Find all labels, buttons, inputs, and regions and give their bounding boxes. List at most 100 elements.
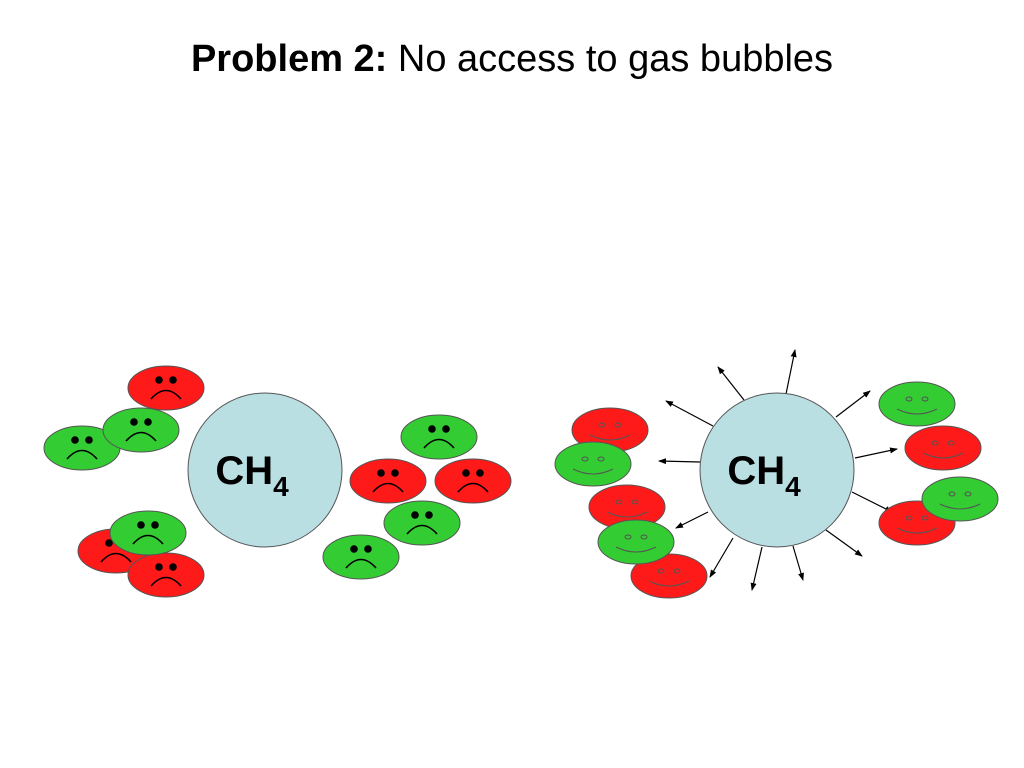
frown-microbe-red-1 bbox=[127, 365, 205, 411]
microbe-mouth-smile bbox=[572, 468, 614, 475]
ch4-bubble-left: CH4 bbox=[187, 392, 343, 548]
microbe-eye bbox=[391, 469, 399, 477]
microbe-eye bbox=[462, 469, 470, 477]
arrow-5 bbox=[675, 511, 709, 529]
microbe-body bbox=[434, 458, 512, 504]
title-rest: No access to gas bubbles bbox=[387, 38, 834, 80]
microbe-mouth-frown bbox=[66, 449, 98, 460]
microbe-eye bbox=[377, 469, 385, 477]
microbe-eye bbox=[964, 491, 972, 497]
arrow-3 bbox=[665, 400, 714, 427]
microbe-body bbox=[597, 519, 675, 565]
microbe-eye bbox=[631, 499, 639, 505]
frown-microbe-green-2 bbox=[102, 407, 180, 453]
microbe-body bbox=[127, 552, 205, 598]
microbe-eye bbox=[71, 436, 79, 444]
arrow-12 bbox=[835, 390, 871, 418]
slide-title: Problem 2: No access to gas bubbles bbox=[0, 38, 1024, 81]
smile-microbe-green-3 bbox=[878, 381, 956, 427]
microbe-body bbox=[109, 510, 187, 556]
bubble-circle-right bbox=[699, 392, 855, 548]
microbe-eye bbox=[921, 515, 929, 521]
microbe-eye bbox=[597, 456, 605, 462]
microbe-mouth-frown bbox=[150, 576, 182, 587]
left-panel: CH4 bbox=[43, 365, 512, 598]
microbe-eye bbox=[921, 396, 929, 402]
microbe-mouth-smile bbox=[648, 580, 690, 587]
microbe-eye bbox=[428, 425, 436, 433]
arrow-8 bbox=[792, 545, 804, 581]
frown-microbe-green-4 bbox=[400, 414, 478, 460]
title-bold: Problem 2: bbox=[190, 38, 388, 80]
smile-microbe-green-4 bbox=[921, 476, 999, 522]
microbe-mouth-smile bbox=[939, 503, 981, 510]
microbe-eye bbox=[931, 440, 939, 446]
microbe-eye bbox=[657, 568, 665, 574]
microbe-eye bbox=[673, 568, 681, 574]
microbe-mouth-frown bbox=[125, 431, 157, 442]
microbe-eye bbox=[476, 469, 484, 477]
bubble-formula-right: CH bbox=[727, 449, 785, 493]
arrow-11 bbox=[854, 447, 898, 459]
microbe-eye bbox=[948, 491, 956, 497]
microbe-mouth-frown bbox=[457, 482, 489, 493]
microbe-mouth-frown bbox=[406, 524, 438, 535]
microbe-mouth-frown bbox=[100, 552, 132, 563]
bubble-label-right: CH4 bbox=[727, 449, 801, 502]
microbe-eye bbox=[614, 422, 622, 428]
smile-microbe-red-4 bbox=[904, 425, 982, 471]
microbe-eye bbox=[169, 563, 177, 571]
gas-arrows bbox=[658, 349, 898, 591]
microbe-mouth-smile bbox=[922, 452, 964, 459]
microbe-body bbox=[322, 534, 400, 580]
microbe-body bbox=[383, 500, 461, 546]
microbe-mouth-frown bbox=[150, 389, 182, 400]
frown-microbe-red-4 bbox=[349, 458, 427, 504]
frown-microbe-green-1 bbox=[43, 425, 121, 471]
frown-microbe-green-5 bbox=[383, 500, 461, 546]
bubble-subscript-right: 4 bbox=[785, 471, 801, 502]
microbe-eye bbox=[350, 545, 358, 553]
frown-microbe-green-6 bbox=[322, 534, 400, 580]
microbe-eye bbox=[615, 499, 623, 505]
microbe-eye bbox=[151, 521, 159, 529]
arrow-1 bbox=[785, 349, 797, 395]
microbe-eye bbox=[411, 511, 419, 519]
microbe-mouth-smile bbox=[615, 546, 657, 553]
microbe-eye bbox=[624, 534, 632, 540]
microbe-eye bbox=[105, 539, 113, 547]
microbe-eye bbox=[364, 545, 372, 553]
bubble-subscript-left: 4 bbox=[273, 471, 289, 502]
microbe-eye bbox=[155, 563, 163, 571]
microbe-eye bbox=[85, 436, 93, 444]
ch4-bubble-right: CH4 bbox=[699, 392, 855, 548]
frown-microbe-red-3 bbox=[127, 552, 205, 598]
microbe-eye bbox=[155, 376, 163, 384]
microbe-eye bbox=[905, 515, 913, 521]
frown-microbe-red-5 bbox=[434, 458, 512, 504]
arrow-4 bbox=[658, 458, 701, 465]
microbe-mouth-smile bbox=[896, 527, 938, 534]
microbe-body bbox=[921, 476, 999, 522]
microbe-eye bbox=[598, 422, 606, 428]
bubble-formula-left: CH bbox=[215, 449, 273, 493]
microbe-eye bbox=[169, 376, 177, 384]
microbe-body bbox=[630, 553, 708, 599]
bubble-circle-left bbox=[187, 392, 343, 548]
microbe-body bbox=[349, 458, 427, 504]
microbe-body bbox=[904, 425, 982, 471]
microbe-eye bbox=[144, 418, 152, 426]
microbe-eye bbox=[581, 456, 589, 462]
microbe-mouth-frown bbox=[345, 558, 377, 569]
microbe-eye bbox=[137, 521, 145, 529]
microbe-mouth-frown bbox=[132, 534, 164, 545]
microbe-eye bbox=[905, 396, 913, 402]
arrow-7 bbox=[750, 546, 763, 591]
smile-microbe-red-3 bbox=[630, 553, 708, 599]
microbe-body bbox=[127, 365, 205, 411]
microbe-mouth-smile bbox=[589, 434, 631, 441]
microbe-mouth-smile bbox=[606, 511, 648, 518]
microbe-body bbox=[554, 441, 632, 487]
